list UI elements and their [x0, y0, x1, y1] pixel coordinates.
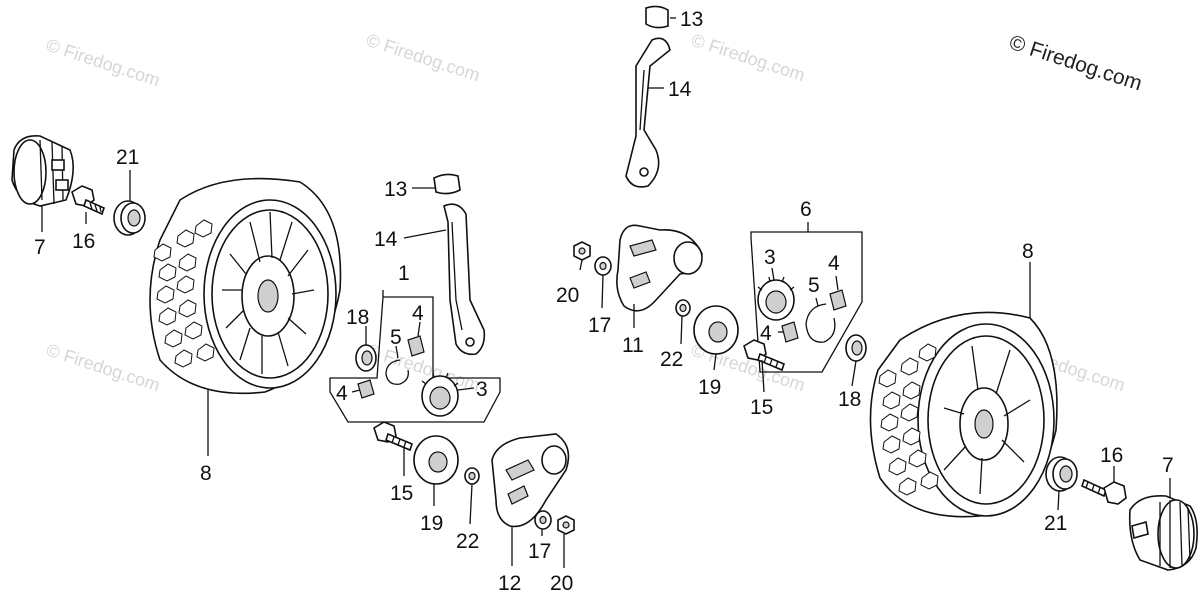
callout-14-right: 14 — [668, 78, 692, 101]
callout-19-right: 19 — [698, 376, 721, 399]
part-18-seal-right[interactable] — [845, 334, 867, 362]
part-21-bearing-left[interactable] — [113, 200, 146, 236]
callout-5-right: 5 — [808, 274, 820, 297]
callout-18-left: 18 — [346, 306, 369, 329]
callout-4-left-top: 4 — [412, 302, 424, 325]
copyright-text: © Firedog.com — [1006, 31, 1144, 96]
part-7-hub-cap-left[interactable] — [11, 134, 74, 207]
callout-11: 11 — [622, 334, 644, 357]
callout-16-right: 16 — [1100, 444, 1123, 467]
part-17-washer-left[interactable] — [534, 510, 552, 530]
part-13-clip-right[interactable] — [645, 5, 669, 29]
part-4-pawl-right-top[interactable] — [829, 289, 847, 311]
callout-3-left: 3 — [476, 378, 488, 401]
part-15-bolt-right[interactable] — [743, 339, 785, 372]
part-14-bracket-left[interactable] — [443, 203, 486, 356]
watermark: © Firedog.com — [689, 30, 808, 86]
part-12-cover-plate[interactable] — [491, 433, 570, 528]
callout-13-right: 13 — [680, 8, 703, 31]
watermark: © Firedog.com — [44, 35, 163, 91]
part-3-gear-left[interactable] — [421, 372, 459, 417]
callout-3-right: 3 — [764, 246, 776, 269]
part-4-pawl-left-top[interactable] — [407, 335, 425, 357]
part-8-wheel-right[interactable] — [869, 311, 1058, 518]
callout-8-left: 8 — [200, 462, 212, 485]
callout-4-left-bottom: 4 — [336, 382, 348, 405]
callout-15-right: 15 — [750, 396, 773, 419]
callout-13-left: 13 — [384, 178, 407, 201]
callout-18-right: 18 — [838, 388, 861, 411]
callout-7-left: 7 — [34, 236, 46, 259]
callout-4-right-top: 4 — [828, 252, 840, 275]
part-22-washer-left[interactable] — [464, 467, 480, 485]
part-3-gear-right[interactable] — [757, 276, 795, 321]
part-7-hub-cap-right[interactable] — [1128, 494, 1198, 571]
part-6-assembly-box — [750, 231, 863, 373]
callout-20-left: 20 — [550, 572, 573, 595]
callout-4-right-bottom: 4 — [760, 322, 772, 345]
part-1-assembly-box — [329, 290, 501, 423]
watermark: © Firedog.com — [44, 340, 163, 396]
callout-5-left: 5 — [390, 326, 402, 349]
part-5-snap-ring-left[interactable] — [385, 359, 409, 385]
callout-14-left: 14 — [374, 228, 398, 251]
part-21-bearing-right[interactable] — [1045, 456, 1078, 492]
part-20-nut-right[interactable] — [573, 241, 591, 261]
watermark: © Firedog.com — [364, 30, 483, 86]
part-17-washer-right[interactable] — [594, 256, 612, 276]
part-11-cover-plate[interactable] — [616, 224, 703, 312]
callout-20-right: 20 — [556, 284, 579, 307]
callout-19-left: 19 — [420, 512, 443, 535]
callout-1: 1 — [398, 262, 410, 285]
callout-6: 6 — [800, 198, 812, 221]
part-19-disc-left[interactable] — [413, 435, 459, 485]
part-15-bolt-left[interactable] — [373, 421, 413, 452]
callout-12: 12 — [498, 572, 521, 595]
callout-16-left: 16 — [72, 230, 95, 253]
part-18-seal-left[interactable] — [355, 344, 377, 372]
part-13-clip-left[interactable] — [433, 173, 461, 195]
callout-22-right: 22 — [660, 348, 683, 371]
callout-22-left: 22 — [456, 530, 479, 553]
part-16-bolt-left[interactable] — [71, 185, 105, 216]
part-19-disc-right[interactable] — [693, 305, 739, 355]
callout-7-right: 7 — [1162, 454, 1174, 477]
part-4-pawl-right-bottom[interactable] — [781, 321, 799, 343]
part-14-bracket-right[interactable] — [625, 37, 671, 188]
part-5-snap-ring-right[interactable] — [805, 303, 836, 343]
callout-8-right: 8 — [1022, 240, 1034, 263]
leader-lines — [41, 17, 1171, 568]
part-22-washer-right[interactable] — [675, 299, 691, 317]
callout-21-left: 21 — [116, 146, 139, 169]
part-16-bolt-right[interactable] — [1081, 478, 1127, 505]
callout-labels: 7 16 21 8 13 14 1 18 5 4 4 3 15 19 22 12… — [34, 8, 1174, 595]
callout-17-left: 17 — [528, 540, 551, 563]
callout-17-right: 17 — [588, 314, 611, 337]
callout-15-left: 15 — [390, 482, 413, 505]
part-8-wheel-left[interactable] — [149, 177, 342, 395]
callout-21-right: 21 — [1044, 512, 1067, 535]
part-4-pawl-left-bottom[interactable] — [357, 379, 375, 399]
part-20-nut-left[interactable] — [557, 515, 575, 535]
